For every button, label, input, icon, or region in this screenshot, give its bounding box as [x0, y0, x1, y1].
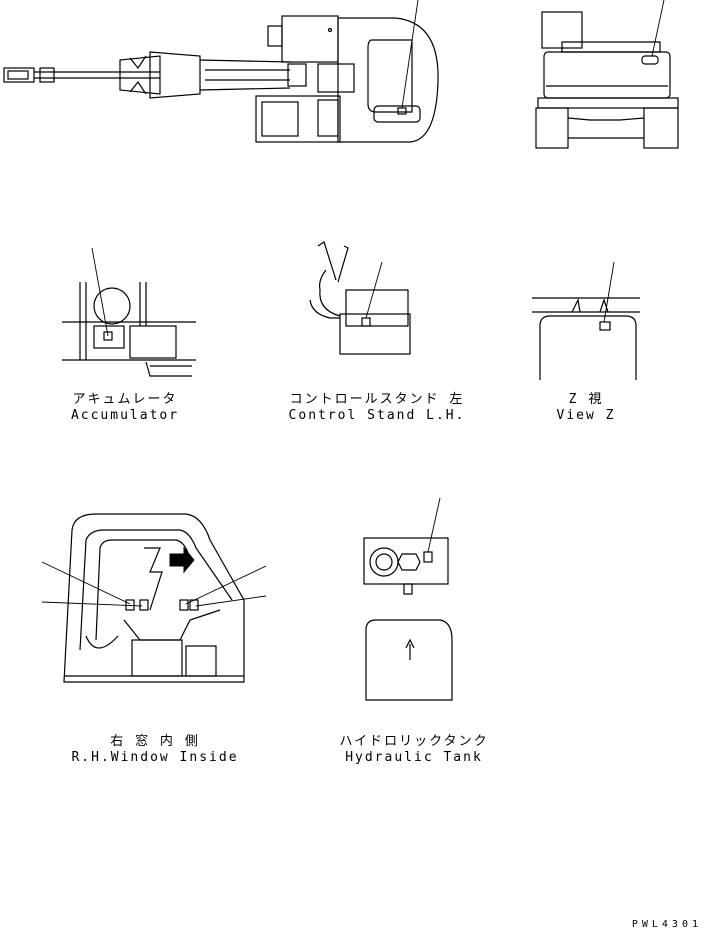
hydraulic-tank-caption-jp: ハイドロリックタンク	[339, 734, 489, 749]
hydraulic-tank-caption: ハイドロリックタンク Hydraulic Tank	[334, 734, 494, 766]
view-z-caption-en: View Z	[556, 408, 616, 423]
accumulator-caption-en: Accumulator	[70, 408, 180, 423]
hydraulic-tank-detail	[363, 497, 453, 701]
accumulator-caption-jp: アキュムレータ	[72, 392, 178, 407]
control-stand-detail	[309, 241, 411, 355]
view-z-caption-jp: Z 視	[568, 392, 604, 407]
view-z-caption: Z 視 View Z	[536, 392, 636, 424]
control-stand-caption-en: Control Stand L.H.	[288, 408, 466, 423]
rh-window-caption-jp: 右 窓 内 側	[110, 734, 200, 749]
rh-window-caption: 右 窓 内 側 R.H.Window Inside	[60, 734, 250, 766]
control-stand-caption: コントロールスタンド 左 Control Stand L.H.	[282, 392, 472, 424]
view-z-detail	[532, 261, 640, 380]
accumulator-caption: アキュムレータ Accumulator	[50, 392, 200, 424]
machine-rear-view	[535, 0, 679, 149]
rh-window-detail	[41, 513, 267, 683]
accumulator-detail	[62, 247, 196, 377]
drawing-code: PWL4301	[631, 919, 702, 930]
hydraulic-tank-caption-en: Hydraulic Tank	[345, 750, 483, 765]
rh-window-caption-en: R.H.Window Inside	[71, 750, 239, 765]
control-stand-caption-jp: コントロールスタンド 左	[289, 392, 465, 407]
machine-top-view	[3, 0, 439, 143]
